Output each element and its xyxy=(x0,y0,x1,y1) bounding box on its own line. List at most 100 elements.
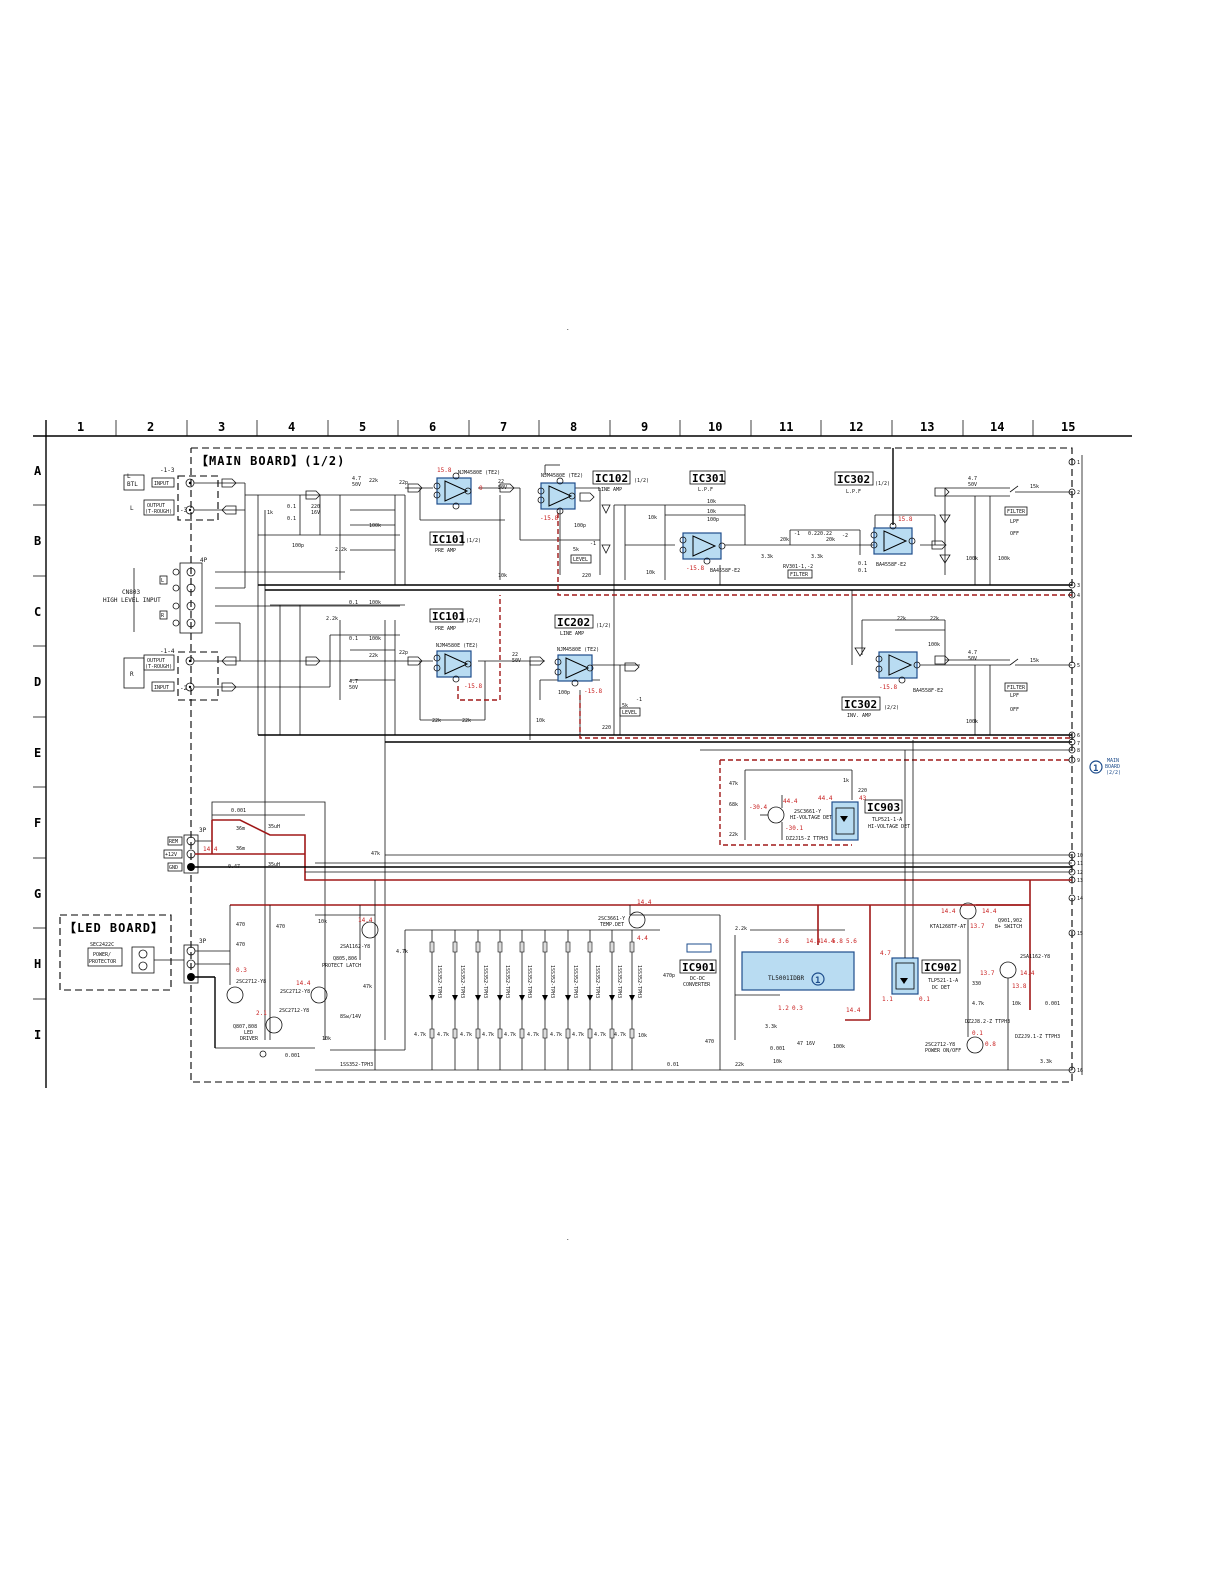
array-res-label: 4.7k xyxy=(460,1032,472,1038)
comp-label: 0.001 xyxy=(231,808,246,814)
ic302a-part: (1/2) xyxy=(875,481,890,487)
ic903-desc: HI-VOLTAGE DET xyxy=(868,824,910,830)
comp-label: 470 xyxy=(236,942,245,948)
array-resistor xyxy=(629,941,635,953)
array-diode xyxy=(565,995,571,1001)
q905-v: 13.7 xyxy=(970,923,985,930)
comp-label: 22k xyxy=(735,1062,744,1068)
pin-label: 2 xyxy=(1077,490,1080,496)
comp-label: 50V xyxy=(512,658,521,664)
comp-label: 50V xyxy=(968,656,977,662)
ic901-name: IC901 xyxy=(682,961,715,974)
ic901-v: 14.4 xyxy=(820,938,835,945)
ic302b-chip: BA4558F-E2 xyxy=(913,688,943,694)
q902-part: 2SA1162-Y8 xyxy=(1020,954,1050,960)
col-label: 1 xyxy=(77,420,84,434)
ic302a-vtop: 15.8 xyxy=(898,516,913,523)
ic101a-vtop: 15.8 xyxy=(437,467,452,474)
array-diode xyxy=(609,995,615,1001)
ic101a-chip: NJM4580E (TE2) xyxy=(458,470,500,476)
comp-label: 470 xyxy=(236,922,245,928)
comp-label: 4.7 xyxy=(968,650,977,656)
right-connector-pins: 1 2 3 4 5 6 7 8 9 10 11 12 13 14 15 16 1… xyxy=(1068,458,1121,1074)
pin-label: 8 xyxy=(1077,748,1080,754)
ic101a-opamp: NJM4580E (TE2) 15.8 0 IC101 (1/2) PRE AM… xyxy=(429,467,500,554)
ic901-v: 14.4 xyxy=(846,1007,861,1014)
comp-label: 22k xyxy=(930,616,939,622)
comp-label: DZ2J15-Z TTPH3 xyxy=(786,836,828,842)
comp-label: 1SS352-TPH3 xyxy=(340,1062,373,1068)
upper-channel-wiring xyxy=(215,448,1072,1040)
cn803-title: CN803 xyxy=(122,589,140,596)
ic102-opamp: NJM4580E (TE2) -15.8 IC102 (1/2) LINE AM… xyxy=(537,470,649,522)
comp-label: 22p xyxy=(399,650,408,656)
input-l-section: BTL L INPUT -1-3 OUTPUT (T-ROUGH) L -3 xyxy=(123,467,245,521)
page-mark-bottom: . xyxy=(566,1235,570,1242)
comp-label: 22k xyxy=(369,478,378,484)
pin-label: 1 xyxy=(1077,460,1080,466)
col-label: 15 xyxy=(1061,420,1075,434)
to-main-num: 1 xyxy=(1093,764,1098,774)
array-diode-label: 1SS352-TPH3 xyxy=(636,965,642,998)
array-diode xyxy=(452,995,458,1001)
comp-label: 16V xyxy=(311,510,320,516)
q805-desc1: Q805,806 xyxy=(333,956,357,962)
array-resistor xyxy=(629,1028,635,1039)
array-diode xyxy=(587,995,593,1001)
q901-b: -30.4 xyxy=(749,804,767,811)
ic101a-part: (1/2) xyxy=(466,538,481,544)
comp-label: 100k xyxy=(369,636,381,642)
comp-label: 1k xyxy=(267,510,273,516)
ic302b-part: (2/2) xyxy=(884,705,899,711)
ic301-chip: BA4558F-E2 xyxy=(710,568,740,574)
ic901-dcdc: 1 TL5001IDBR IC901 DC-DC CONVERTER 3.6 1… xyxy=(679,905,871,1068)
q902-v: 13.7 xyxy=(980,970,995,977)
switches: LEVEL LEVEL FILTER RV301-1,-2 FILTER LPF… xyxy=(570,485,1028,717)
array-resistor xyxy=(609,941,615,953)
lower-component-labels: 0.1 100k 2.2k 0.1 4.7 50V 100k 22k 22p 2… xyxy=(326,600,1039,731)
comp-label: -1 xyxy=(794,531,800,537)
ic901-chip: TL5001IDBR xyxy=(768,975,805,982)
array-resistor xyxy=(429,941,435,953)
out-r-tag: OUTPUT xyxy=(147,658,165,664)
comp-label: 0.1 xyxy=(287,504,296,510)
cn-r-mark: R xyxy=(161,613,165,619)
q903-v: 0.8 xyxy=(985,1041,996,1048)
ic901-v: 14.4 xyxy=(806,938,821,945)
row-label: E xyxy=(34,746,41,760)
ic101a-name: IC101 xyxy=(432,533,465,546)
pin-label: 14 xyxy=(1077,896,1083,902)
ic202-desc: LINE AMP xyxy=(560,631,584,637)
ic302b-desc: INV. AMP xyxy=(847,713,871,719)
cn803-pins: 4P xyxy=(200,557,208,564)
to-main-2: BOARD xyxy=(1105,764,1120,770)
array-res-label: 4.7k xyxy=(550,1032,562,1038)
in-r-tag: INPUT xyxy=(154,685,169,691)
led-board: 【LED BOARD】 SEC2422C POWER/ PROTECTOR 3P xyxy=(59,914,230,1048)
col-label: 2 xyxy=(147,420,154,434)
array-resistor xyxy=(587,1028,593,1039)
pin-label: 16 xyxy=(1077,1068,1083,1074)
ic202-chip: NJM4580E (TE2) xyxy=(557,647,599,653)
comp-label: 100k xyxy=(966,556,978,562)
array-diode xyxy=(497,995,503,1001)
row-label: A xyxy=(34,464,42,478)
q805-desc2: PROTECT LATCH xyxy=(322,963,361,969)
led-board-title: 【LED BOARD】 xyxy=(64,920,164,935)
ic902-chip: TLP521-1-A xyxy=(928,978,958,984)
led-pins: 3P xyxy=(199,938,207,945)
array-resistor xyxy=(519,1028,525,1039)
comp-label: DZ2J8.2-Z TTPH3 xyxy=(965,1019,1010,1025)
array-diode-label: 1SS352-TPH3 xyxy=(594,965,600,998)
comp-label: 0.1 xyxy=(858,561,867,567)
ic903-chip: TLP521-1-A xyxy=(872,817,902,823)
ic901-v: 0.3 xyxy=(792,1005,803,1012)
pin-label: 11 xyxy=(1077,861,1083,867)
comp-label: -2 xyxy=(842,533,848,539)
comp-label: 10k xyxy=(707,509,716,515)
comp-label: 4.7 xyxy=(968,476,977,482)
row-label: G xyxy=(34,887,41,901)
ic901-v: 3.6 xyxy=(778,938,789,945)
comp-label: 15k xyxy=(1030,658,1039,664)
comp-label: 220 xyxy=(858,788,867,794)
